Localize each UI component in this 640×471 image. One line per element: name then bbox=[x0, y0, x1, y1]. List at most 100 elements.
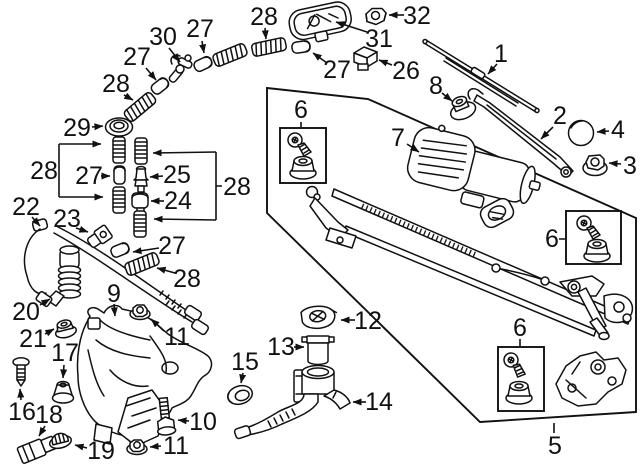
callout-arrow-19-26 bbox=[74, 443, 88, 451]
callout-12-31[interactable]: 12 bbox=[354, 307, 382, 335]
callout-arrow-15-29 bbox=[239, 372, 247, 384]
callout-28-3[interactable]: 28 bbox=[250, 3, 278, 31]
callout-arrow-4-36 bbox=[596, 127, 610, 135]
grommet-19 bbox=[48, 432, 73, 450]
callout-13-30[interactable]: 13 bbox=[267, 333, 295, 361]
wiper-linkage bbox=[305, 185, 634, 341]
callout-31-5[interactable]: 31 bbox=[365, 25, 393, 53]
cap-4 bbox=[567, 119, 595, 147]
wiper-blade-1 bbox=[422, 38, 540, 114]
mount-bracket bbox=[555, 351, 627, 407]
callout-5-42[interactable]: 5 bbox=[548, 432, 562, 460]
callout-arrow-27-7 bbox=[312, 52, 328, 64]
bolt-10 bbox=[156, 396, 177, 436]
tube-28b bbox=[112, 186, 126, 214]
motor-mount-bushing bbox=[479, 197, 515, 229]
filler-neck-14 bbox=[233, 364, 351, 440]
callout-28-4[interactable]: 28 bbox=[102, 70, 130, 98]
callout-11-28[interactable]: 11 bbox=[163, 432, 189, 460]
callout-9-20[interactable]: 9 bbox=[107, 280, 121, 308]
callout-arrow-27-17 bbox=[132, 247, 160, 255]
callout-27-17[interactable]: 27 bbox=[158, 232, 186, 260]
callout-arrow-21-22 bbox=[44, 328, 55, 337]
plug-16 bbox=[12, 357, 30, 387]
grommet-8 bbox=[449, 95, 477, 121]
callout-arrow-3-37 bbox=[608, 160, 622, 168]
callout-arrow-7-38 bbox=[406, 143, 420, 153]
wiper-arm-2 bbox=[467, 87, 574, 178]
washer-nozzle-31 bbox=[288, 1, 352, 43]
tube-28d bbox=[133, 210, 147, 238]
tube-28-hose bbox=[123, 250, 161, 278]
callout-2-35[interactable]: 2 bbox=[553, 102, 567, 130]
callout-arrow-10-27 bbox=[177, 417, 190, 425]
check-valve-25 bbox=[133, 165, 149, 193]
callout-15-29[interactable]: 15 bbox=[231, 348, 259, 376]
callout-28-10[interactable]: 28 bbox=[30, 157, 58, 185]
callout-23-16[interactable]: 23 bbox=[53, 205, 81, 233]
callout-16-24[interactable]: 16 bbox=[8, 398, 36, 426]
grommet-21 bbox=[54, 319, 77, 339]
bracket-28-left bbox=[58, 140, 104, 201]
callout-arrow-28-4 bbox=[123, 92, 134, 101]
callout-6-41[interactable]: 6 bbox=[513, 314, 527, 342]
callout-20-19[interactable]: 20 bbox=[12, 298, 40, 326]
callout-arrow-8-34 bbox=[441, 92, 453, 102]
hardware-box-6-lower bbox=[497, 346, 545, 412]
callout-10-27[interactable]: 10 bbox=[189, 408, 217, 436]
callout-18-25[interactable]: 18 bbox=[35, 401, 63, 429]
callout-17-23[interactable]: 17 bbox=[51, 339, 79, 367]
callout-32-6[interactable]: 32 bbox=[403, 2, 431, 30]
callout-arrow-9-20 bbox=[110, 303, 118, 317]
callout-21-22[interactable]: 21 bbox=[19, 325, 47, 353]
assembly-box-5 bbox=[266, 86, 637, 423]
callout-29-9[interactable]: 29 bbox=[63, 114, 91, 142]
callout-22-15[interactable]: 22 bbox=[12, 193, 40, 221]
grommet-17 bbox=[51, 380, 75, 404]
callout-27-7[interactable]: 27 bbox=[323, 56, 351, 84]
callout-arrow-27-0 bbox=[145, 67, 157, 81]
cylinder-27-hose bbox=[108, 240, 132, 260]
callout-28-14[interactable]: 28 bbox=[223, 173, 251, 201]
callout-arrow-29-9 bbox=[91, 123, 104, 131]
callout-6-40[interactable]: 6 bbox=[545, 225, 559, 253]
callout-arrow-25-12 bbox=[149, 172, 164, 180]
callout-25-12[interactable]: 25 bbox=[163, 161, 191, 189]
tube-28a bbox=[112, 136, 126, 164]
callout-arrow-28-18 bbox=[156, 266, 176, 274]
callout-6-39[interactable]: 6 bbox=[294, 96, 308, 124]
wiper-motor-7 bbox=[406, 124, 541, 209]
callout-27-2[interactable]: 27 bbox=[186, 15, 214, 43]
grommet-29 bbox=[104, 117, 134, 137]
callout-arrow-18-25 bbox=[38, 425, 47, 437]
callout-arrow-30-1 bbox=[168, 47, 181, 63]
callout-7-38[interactable]: 7 bbox=[391, 124, 405, 152]
callout-28-18[interactable]: 28 bbox=[173, 265, 201, 293]
callout-3-37[interactable]: 3 bbox=[623, 152, 637, 180]
callout-arrow-2-35 bbox=[540, 126, 554, 140]
callout-30-1[interactable]: 30 bbox=[149, 23, 177, 51]
callout-27-0[interactable]: 27 bbox=[123, 43, 151, 71]
callout-1-33[interactable]: 1 bbox=[494, 40, 508, 68]
cylinder-27-column bbox=[113, 165, 126, 185]
callout-arrow-17-23 bbox=[60, 364, 68, 379]
callout-14-32[interactable]: 14 bbox=[365, 388, 393, 416]
washer-pump-20 bbox=[35, 245, 82, 308]
callout-arrow-11-28 bbox=[149, 442, 162, 450]
callout-11-21[interactable]: 11 bbox=[164, 323, 190, 351]
nut-3 bbox=[582, 154, 608, 177]
callout-8-34[interactable]: 8 bbox=[429, 72, 443, 100]
callout-27-11[interactable]: 27 bbox=[75, 162, 103, 190]
callout-4-36[interactable]: 4 bbox=[611, 116, 625, 144]
nut-11-upper bbox=[129, 304, 151, 321]
callout-24-13[interactable]: 24 bbox=[164, 187, 192, 215]
grommet-15 bbox=[226, 384, 254, 406]
bracket-28-right bbox=[152, 149, 222, 223]
callout-arrow-11-21 bbox=[150, 318, 165, 332]
callout-19-26[interactable]: 19 bbox=[87, 437, 115, 465]
callout-26-8[interactable]: 26 bbox=[392, 57, 420, 85]
fitting-23 bbox=[86, 224, 113, 248]
nut-32 bbox=[365, 7, 387, 26]
pump-13 bbox=[301, 335, 335, 366]
